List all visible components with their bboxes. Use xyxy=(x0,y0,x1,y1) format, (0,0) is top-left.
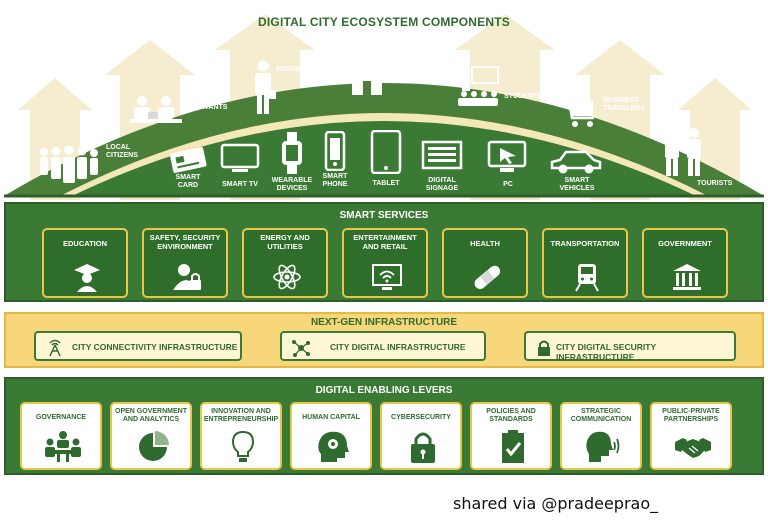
students-icon xyxy=(458,66,499,106)
head-gear-icon xyxy=(318,431,349,462)
diagram-title: DIGITAL CITY ECOSYSTEM COMPONENTS xyxy=(258,15,510,29)
smart-card-icon xyxy=(169,147,207,173)
lever-label: CYBERSECURITY xyxy=(391,414,451,421)
footer-credit: shared via @pradeeprao_ xyxy=(453,494,659,513)
infra-city-digital: CITY DIGITAL INFRASTRUCTURE xyxy=(280,331,486,361)
lever-strategic-communication: STRATEGIC COMMUNICATION xyxy=(560,402,642,470)
lever-open-government: OPEN GOVERNMENT AND ANALYTICS xyxy=(110,402,192,470)
lever-label: OPEN GOVERNMENT AND ANALYTICS xyxy=(115,408,187,424)
service-label: HEALTH xyxy=(470,239,500,248)
digital-enabling-levers-panel: DIGITAL ENABLING LEVERS GOVERNANCE OPEN … xyxy=(4,377,764,475)
lever-cybersecurity: CYBERSECURITY xyxy=(380,402,462,470)
label-tourists: TOURISTS xyxy=(697,180,733,187)
lock-icon xyxy=(538,340,550,356)
business-travelers-icon xyxy=(562,92,594,127)
tv-wifi-icon xyxy=(372,264,402,290)
lightbulb-icon xyxy=(231,430,255,462)
lever-public-private-partnerships: PUBLIC-PRIVATE PARTNERSHIPS xyxy=(650,402,732,470)
handshake-icon xyxy=(675,438,711,458)
infra-city-digital-security: CITY DIGITAL SECURITY INFRASTRUCTURE xyxy=(524,331,736,362)
local-citizens-icon xyxy=(40,146,98,183)
label-tablet: TABLET xyxy=(372,180,400,187)
service-label: ENERGY AND UTILITIES xyxy=(260,233,310,251)
smart-vehicles-icon xyxy=(550,150,602,174)
label-pc: PC xyxy=(503,181,513,188)
smart-services-title: SMART SERVICES xyxy=(339,210,429,221)
tourists-icon xyxy=(665,128,701,176)
lever-innovation: INNOVATION AND ENTREPRENEURSHIP xyxy=(200,402,282,470)
meeting-icon xyxy=(45,431,81,462)
network-nodes-icon xyxy=(292,340,310,357)
speaking-head-icon xyxy=(586,431,620,462)
lever-label: STRATEGIC COMMUNICATION xyxy=(570,408,632,424)
train-icon xyxy=(575,264,599,292)
label-wearable-devices: WEARABLE DEVICES xyxy=(271,177,313,192)
lever-label: PUBLIC-PRIVATE PARTNERSHIPS xyxy=(662,408,720,424)
lever-label: GOVERNANCE xyxy=(35,414,87,421)
next-gen-infrastructure-panel: NEXT-GEN INFRASTRUCTURE CITY CONNECTIVIT… xyxy=(4,312,764,368)
label-civil-servants: CIVIL SERVANTS xyxy=(190,96,228,111)
tablet-icon xyxy=(370,130,402,174)
label-residents: RESIDENTS xyxy=(388,63,429,70)
label-local-citizens: LOCAL CITIZENS xyxy=(106,144,138,159)
service-health: HEALTH xyxy=(442,228,528,298)
service-label: ENTERTAINMENT AND RETAIL xyxy=(353,233,417,251)
service-government: GOVERNMENT xyxy=(642,228,728,298)
service-label: GOVERNMENT xyxy=(658,239,712,248)
lever-label: POLICIES AND STANDARDS xyxy=(486,408,536,424)
residents-icon xyxy=(346,57,388,95)
lever-label: INNOVATION AND ENTREPRENEURSHIP xyxy=(203,408,279,424)
service-transportation: TRANSPORTATION xyxy=(542,228,628,298)
graduate-icon xyxy=(74,264,100,292)
antenna-icon xyxy=(49,339,61,357)
lever-human-capital: HUMAN CAPITAL xyxy=(290,402,372,470)
service-safety-security: SAFETY, SECURITY ENVIRONMENT xyxy=(142,228,228,298)
lever-label: HUMAN CAPITAL xyxy=(302,414,360,421)
infra-label: CITY DIGITAL SECURITY INFRASTRUCTURE xyxy=(556,342,656,362)
service-energy-utilities: ENERGY AND UTILITIES xyxy=(242,228,328,298)
infra-label: CITY CONNECTIVITY INFRASTRUCTURE xyxy=(72,342,238,352)
bandage-icon xyxy=(474,265,501,289)
label-smart-card: SMART CARD xyxy=(175,174,201,189)
service-entertainment-retail: ENTERTAINMENT AND RETAIL xyxy=(342,228,428,298)
padlock-icon xyxy=(411,432,435,463)
label-students: STUDENTS xyxy=(504,93,542,100)
government-building-icon xyxy=(673,264,701,290)
service-label: EDUCATION xyxy=(62,239,108,248)
label-smart-phone: SMART PHONE xyxy=(322,173,348,188)
label-businesses: BUSINESSES xyxy=(276,66,322,73)
infrastructure-title: NEXT-GEN INFRASTRUCTURE xyxy=(310,317,458,328)
levers-title: DIGITAL ENABLING LEVERS xyxy=(315,385,453,396)
service-label: SAFETY, SECURITY ENVIRONMENT xyxy=(149,233,221,251)
lever-governance: GOVERNANCE xyxy=(20,402,102,470)
label-smart-vehicles: SMART VEHICLES xyxy=(559,177,595,192)
label-smart-tv: SMART TV xyxy=(222,181,258,188)
infra-label: CITY DIGITAL INFRASTRUCTURE xyxy=(330,342,466,352)
digital-signage-icon xyxy=(421,140,463,170)
service-education: EDUCATION xyxy=(42,228,128,298)
smart-tv-icon xyxy=(220,143,260,172)
businesses-icon xyxy=(255,60,276,114)
lever-policies-standards: POLICIES AND STANDARDS xyxy=(470,402,552,470)
smart-phone-icon xyxy=(324,131,346,171)
label-business-travelers: BUSINESS TRAVELERS xyxy=(603,97,645,112)
smart-services-panel: SMART SERVICES EDUCATION SAFETY, SECURIT… xyxy=(4,202,764,302)
label-digital-signage: DIGITAL SIGNAGE xyxy=(425,177,459,192)
service-label: TRANSPORTATION xyxy=(550,239,620,248)
pc-icon xyxy=(487,140,527,172)
atom-icon xyxy=(273,264,301,290)
user-lock-icon xyxy=(173,264,201,290)
infra-city-connectivity: CITY CONNECTIVITY INFRASTRUCTURE xyxy=(34,331,242,361)
document-check-icon xyxy=(502,430,524,463)
civil-servants-icon xyxy=(130,96,182,123)
pie-chart-icon xyxy=(139,431,169,461)
wearable-devices-icon xyxy=(282,132,302,174)
